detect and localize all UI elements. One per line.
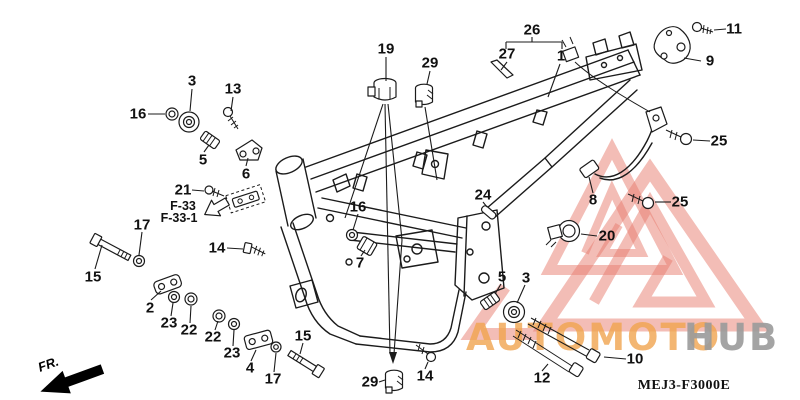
part-nut-22a bbox=[184, 292, 198, 306]
part-bracket-6 bbox=[235, 139, 263, 161]
frame-ref-f33-1: F-33-1 bbox=[160, 211, 198, 225]
watermark-text-gray: HUB bbox=[684, 316, 779, 359]
watermark-logo: AUTOMOTO HUB bbox=[460, 138, 779, 359]
part-grommet-3a bbox=[178, 111, 200, 133]
part-nut-23b bbox=[227, 317, 241, 331]
part-bushing-7 bbox=[356, 236, 378, 256]
part-pin-24 bbox=[480, 205, 497, 220]
f33-direction-arrow bbox=[204, 197, 230, 217]
diagram-code: MEJ3-F3000E bbox=[637, 378, 731, 393]
frame-ref-f33: F-33 bbox=[170, 199, 196, 213]
part-bolt-25a bbox=[665, 129, 693, 146]
part-bolt-15b bbox=[287, 349, 325, 379]
part-washer-17a bbox=[132, 254, 146, 268]
part-bolt-25b bbox=[627, 193, 655, 210]
part-bolt-14b bbox=[415, 343, 437, 363]
part-bolt-13 bbox=[222, 106, 239, 130]
part-clamp-20 bbox=[545, 219, 581, 248]
front-direction-label: FR. bbox=[36, 354, 61, 375]
front-direction-arrow: FR. bbox=[36, 354, 105, 394]
part-icons bbox=[89, 21, 714, 394]
part-bracket-4 bbox=[243, 329, 274, 351]
part-stay-8 bbox=[561, 36, 668, 181]
part-nut-23a bbox=[167, 290, 181, 304]
part-bolt-15a bbox=[89, 233, 132, 262]
part-washer-17b bbox=[270, 341, 282, 353]
part-bolt-10 bbox=[527, 317, 601, 364]
part-bracket-9 bbox=[653, 26, 691, 64]
part-bolt-12 bbox=[512, 329, 584, 378]
part-bolt-21 bbox=[204, 185, 225, 198]
part-bolt-14a bbox=[242, 242, 266, 257]
part-clamp-29b bbox=[384, 369, 404, 394]
part-bracket-2 bbox=[153, 274, 183, 295]
part-adjuster-5a bbox=[199, 130, 221, 150]
part-clamp-19 bbox=[367, 77, 397, 101]
part-nut-16b bbox=[345, 228, 359, 242]
leader-lines bbox=[94, 28, 727, 383]
part-nut-16a bbox=[165, 107, 179, 121]
part-clamp-29a bbox=[414, 83, 434, 108]
part-bolt-11 bbox=[691, 21, 714, 35]
part-grommet-3b bbox=[502, 300, 526, 324]
part-adjuster-5b bbox=[479, 291, 501, 311]
plate-dashed-box bbox=[225, 183, 267, 214]
part-nut-22b bbox=[212, 309, 226, 323]
